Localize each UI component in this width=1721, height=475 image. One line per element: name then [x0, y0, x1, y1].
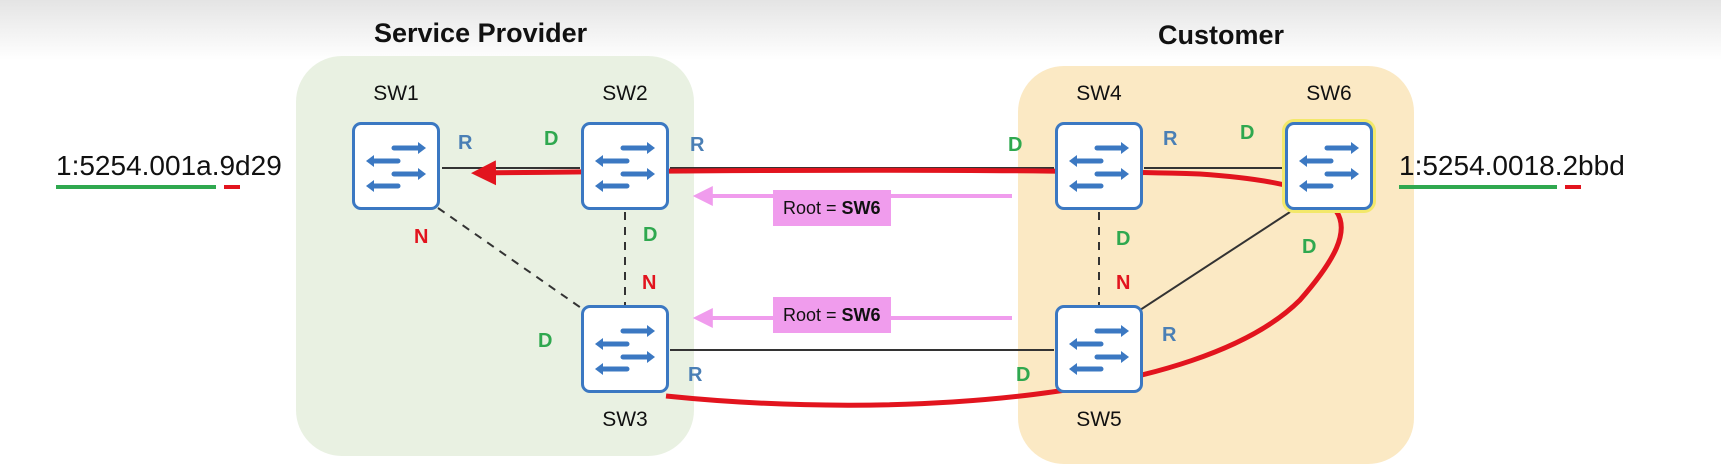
forwarding-path-arrow — [471, 160, 1344, 408]
switch-arrows-icon — [1069, 142, 1129, 192]
switch-label-sw5: SW5 — [1076, 408, 1122, 431]
switch-sw1[interactable] — [352, 122, 440, 210]
switch-arrows-icon — [595, 142, 655, 192]
switch-label-sw6: SW6 — [1306, 82, 1352, 105]
bpdu-label-bottom-prefix: Root = — [783, 305, 842, 325]
switch-sw4[interactable] — [1055, 122, 1143, 210]
bpdu-label-bottom-root: SW6 — [841, 305, 881, 325]
port-role-sw5-to-sw6: R — [1162, 324, 1177, 346]
switch-sw3[interactable] — [581, 305, 669, 393]
switch-arrows-icon — [1299, 142, 1359, 192]
bpdu-label-top-root: SW6 — [841, 198, 881, 218]
bpdu-label-top: Root = SW6 — [773, 190, 891, 226]
switch-sw6-root[interactable] — [1285, 122, 1373, 210]
port-role-sw3-to-sw2: N — [642, 272, 657, 294]
port-role-sw1-to-sw3: N — [414, 226, 429, 248]
switch-arrows-icon — [595, 325, 655, 375]
port-role-sw4-to-sw6: R — [1163, 128, 1178, 150]
bpdu-label-top-prefix: Root = — [783, 198, 842, 218]
service-provider-title: Service Provider — [374, 18, 588, 48]
switch-sw2[interactable] — [581, 122, 669, 210]
switch-label-sw1: SW1 — [373, 82, 419, 105]
switch-arrows-icon — [366, 142, 426, 192]
port-role-sw2-to-sw3: D — [643, 224, 658, 246]
switch-label-sw4: SW4 — [1076, 82, 1122, 105]
port-role-sw2-to-sw4: R — [690, 134, 705, 156]
port-role-sw3-to-sw1: D — [538, 330, 553, 352]
switch-sw5[interactable] — [1055, 305, 1143, 393]
bpdu-label-bottom: Root = SW6 — [773, 297, 891, 333]
switch-arrows-icon — [1069, 325, 1129, 375]
customer-title: Customer — [1158, 20, 1285, 50]
bridge-id-left: 1:5254.001a.9d29 — [56, 150, 282, 181]
port-role-sw3-to-sw5: R — [688, 364, 703, 386]
port-role-sw2-to-sw1: D — [544, 128, 559, 150]
switch-label-sw2: SW2 — [602, 82, 648, 105]
port-role-sw4-to-sw5: D — [1116, 228, 1131, 250]
bridge-id-right: 1:5254.0018.2bbd — [1399, 150, 1625, 181]
port-role-sw5-to-sw4: N — [1116, 272, 1131, 294]
port-role-sw6-to-sw4: D — [1240, 122, 1255, 144]
link-sw1-sw3 — [437, 207, 585, 311]
port-role-sw4-to-sw2: D — [1008, 134, 1023, 156]
header-shade — [0, 0, 1721, 60]
link-sw5-sw6 — [1139, 211, 1291, 311]
port-role-sw5-to-sw3: D — [1016, 364, 1031, 386]
port-role-sw6-to-sw5: D — [1302, 236, 1317, 258]
port-role-sw1-to-sw2: R — [458, 132, 473, 154]
switch-label-sw3: SW3 — [602, 408, 648, 431]
